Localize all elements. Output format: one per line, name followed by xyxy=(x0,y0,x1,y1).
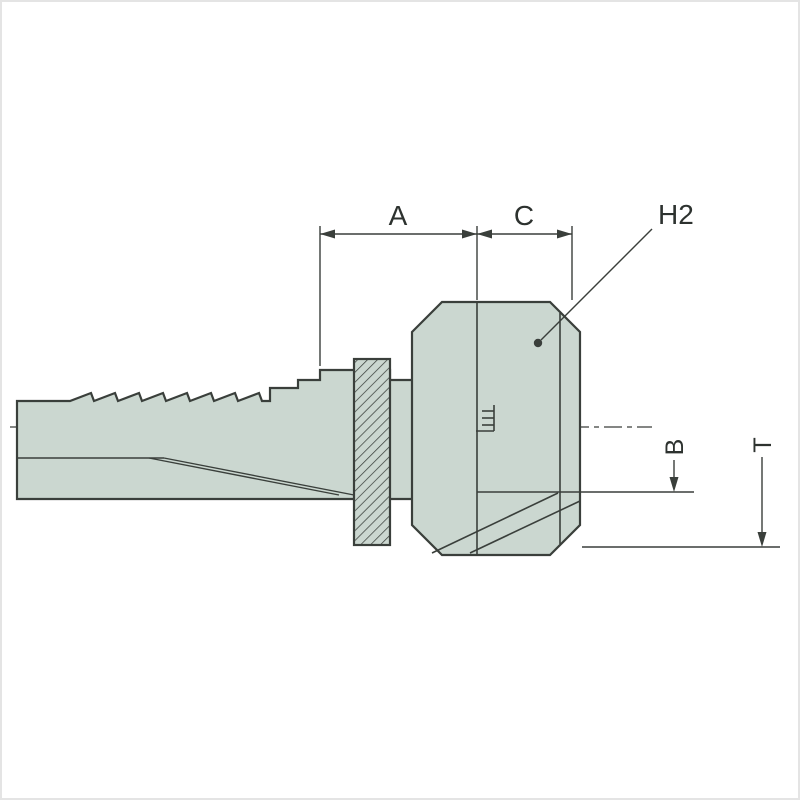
callout-h2: H2 xyxy=(533,199,694,348)
bore-cone-line xyxy=(163,457,355,496)
dimension-t: T xyxy=(582,437,780,548)
washer-hatch xyxy=(354,359,390,545)
hex-nut xyxy=(410,300,582,557)
dim-t-arrow xyxy=(757,532,767,547)
hex-nut-lines xyxy=(431,302,581,555)
dimension-b: B xyxy=(558,439,694,493)
h2-leader-line xyxy=(540,228,653,341)
dimension-a: A xyxy=(319,200,478,366)
nut-section-diagonal xyxy=(469,500,581,554)
dim-a-arrow-right xyxy=(462,229,477,239)
dim-a-arrow-left xyxy=(320,229,335,239)
washer-outline xyxy=(352,357,392,547)
dimension-c: C xyxy=(477,200,573,300)
bore-cone-line xyxy=(148,457,340,496)
h2-label: H2 xyxy=(658,199,694,230)
h2-dot xyxy=(533,338,543,348)
dim-c-arrow-left xyxy=(477,229,492,239)
washer xyxy=(352,357,392,547)
dim-b-arrow xyxy=(669,477,679,492)
dim-a-label: A xyxy=(389,200,408,231)
dim-t-label: T xyxy=(749,437,777,452)
bore-lines xyxy=(17,457,355,496)
dim-c-arrow-right xyxy=(557,229,572,239)
thread-mark xyxy=(476,405,495,432)
dim-c-label: C xyxy=(514,200,534,231)
nut-section-diagonal xyxy=(431,492,559,554)
dim-b-label: B xyxy=(661,439,689,456)
